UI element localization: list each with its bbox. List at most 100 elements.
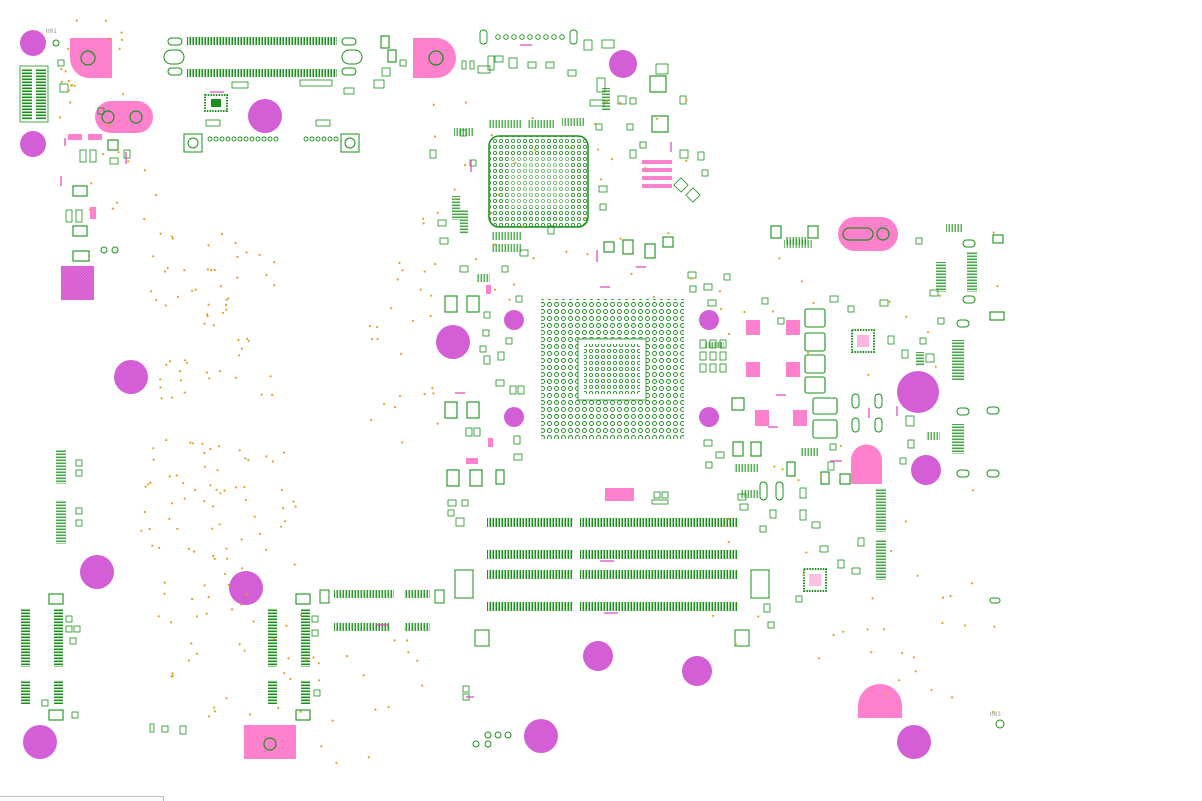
via	[951, 696, 954, 699]
via	[67, 80, 70, 83]
mount-pad-top-center[interactable]	[413, 38, 456, 78]
mount-hole[interactable]	[20, 131, 46, 157]
smd-pad[interactable]	[488, 438, 493, 447]
vertical-connector[interactable]	[21, 609, 310, 704]
via	[757, 615, 760, 618]
smd-pad-strip[interactable]	[642, 168, 672, 172]
left-edge-connector[interactable]	[19, 65, 49, 123]
arch-pad-bottom[interactable]	[858, 684, 902, 718]
thermal-pad[interactable]	[61, 266, 94, 300]
via	[884, 692, 888, 695]
mount-pad-bottom[interactable]	[244, 725, 296, 759]
via	[117, 151, 120, 154]
bga-socket-main[interactable]	[541, 299, 684, 439]
via	[209, 448, 212, 451]
mount-hole[interactable]	[524, 719, 558, 753]
via	[194, 489, 197, 492]
smd-pad[interactable]	[486, 285, 491, 294]
via	[75, 19, 78, 22]
inductors[interactable]	[48, 35, 1005, 721]
via	[215, 488, 218, 491]
smd-pad-strip[interactable]	[642, 160, 672, 164]
via	[743, 310, 746, 314]
smd-pad-strip[interactable]	[642, 184, 672, 188]
column-connector[interactable]	[452, 88, 962, 498]
pin-header[interactable]	[183, 133, 360, 153]
via	[280, 525, 283, 528]
dimm-slot[interactable]	[487, 518, 738, 527]
qfn-chip[interactable]	[851, 329, 875, 353]
dimm-latches[interactable]	[454, 569, 770, 647]
ffc-connector[interactable]	[319, 589, 445, 631]
bga-chip-top[interactable]	[488, 135, 589, 228]
via	[652, 295, 655, 298]
smd-pad[interactable]	[793, 410, 807, 426]
smd-pad[interactable]	[88, 134, 102, 140]
via	[176, 295, 180, 298]
via	[317, 662, 320, 665]
smd-pad[interactable]	[90, 207, 96, 219]
vertical-connector[interactable]	[56, 252, 977, 580]
mount-hole[interactable]	[20, 30, 46, 56]
via	[812, 301, 815, 304]
via	[159, 386, 162, 389]
oval-components[interactable]	[52, 39, 1005, 748]
via	[90, 182, 93, 185]
dimm-slot[interactable]	[487, 570, 738, 579]
smd-pad[interactable]	[786, 320, 800, 335]
mount-hole[interactable]	[504, 407, 524, 427]
slot-pad-right[interactable]	[838, 217, 898, 251]
mount-hole[interactable]	[699, 310, 719, 330]
mount-hole[interactable]	[504, 310, 524, 330]
via	[209, 484, 212, 487]
smd-pad[interactable]	[746, 320, 760, 335]
pin-row-top[interactable]	[479, 29, 578, 45]
smd-pad-strip[interactable]	[642, 176, 672, 180]
via	[882, 628, 885, 631]
via	[718, 290, 722, 293]
qfn-chip[interactable]	[204, 94, 228, 112]
mount-hole[interactable]	[897, 725, 931, 759]
via	[218, 523, 221, 526]
smd-pad[interactable]	[755, 410, 769, 426]
via	[318, 679, 321, 682]
slot-pad-left[interactable]	[95, 101, 153, 133]
mount-hole[interactable]	[248, 99, 282, 133]
via	[393, 639, 396, 642]
mount-pad-top-left[interactable]	[69, 38, 112, 78]
dimm-slot[interactable]	[487, 602, 738, 611]
via	[183, 497, 186, 500]
mount-hole[interactable]	[682, 656, 712, 686]
via	[143, 510, 146, 514]
dimm-slot[interactable]	[487, 550, 738, 559]
via	[187, 547, 190, 551]
pin-row[interactable]	[207, 136, 339, 142]
via	[166, 267, 169, 270]
mount-hole[interactable]	[583, 641, 613, 671]
mount-hole[interactable]	[436, 325, 470, 359]
via	[206, 268, 209, 271]
smd-pad[interactable]	[68, 134, 82, 140]
via	[619, 101, 622, 104]
mount-hole[interactable]	[911, 455, 941, 485]
via	[600, 178, 603, 181]
qfn-chip[interactable]	[803, 568, 827, 592]
mount-hole[interactable]	[23, 725, 57, 759]
smd-pad[interactable]	[786, 362, 800, 377]
mount-hole[interactable]	[80, 555, 114, 589]
top-edge-connector[interactable]	[163, 37, 363, 77]
mount-hole[interactable]	[114, 360, 148, 394]
via	[240, 603, 243, 606]
mount-hole[interactable]	[609, 50, 637, 78]
smd-pad-center[interactable]	[605, 488, 634, 501]
via	[225, 547, 228, 550]
mount-hole[interactable]	[699, 407, 719, 427]
smd-pad[interactable]	[466, 458, 478, 464]
via	[64, 70, 67, 73]
via	[160, 397, 163, 400]
mount-hole[interactable]	[229, 571, 263, 605]
smd-pad[interactable]	[746, 362, 760, 377]
mount-hole[interactable]	[897, 371, 939, 413]
arch-pad-right[interactable]	[851, 444, 882, 484]
